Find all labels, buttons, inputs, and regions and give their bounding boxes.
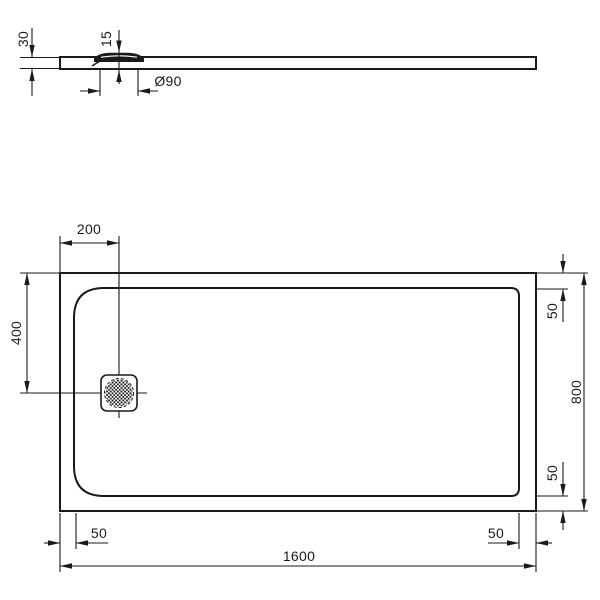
- drain-grate: [105, 379, 133, 407]
- side-view: 30 15 Ø90: [15, 28, 537, 96]
- drain-waste: [100, 374, 138, 412]
- dimension-label-recess-depth: 15: [98, 31, 114, 47]
- plan-view: 200 400 50 800 50 50 50 1600: [8, 221, 588, 572]
- tray-inner-edge: [73, 287, 520, 497]
- dimension-label-rim-left: 50: [91, 525, 107, 541]
- dimension-label-rim-right: 50: [488, 525, 504, 541]
- dimension-label-rim-bottom: 50: [544, 465, 560, 481]
- dimension-label-waste-diameter: Ø90: [154, 73, 181, 89]
- dimension-label-overall-length: 1600: [283, 548, 315, 564]
- dimension-label-tray-height: 30: [15, 31, 31, 47]
- dimension-label-drain-offset-x: 200: [77, 221, 101, 237]
- drain-grate-outline: [104, 378, 134, 408]
- dimension-label-drain-offset-y: 400: [8, 321, 24, 345]
- dimension-label-overall-width: 800: [568, 380, 584, 404]
- tray-profile: [59, 56, 537, 70]
- dimension-label-rim-top: 50: [544, 303, 560, 319]
